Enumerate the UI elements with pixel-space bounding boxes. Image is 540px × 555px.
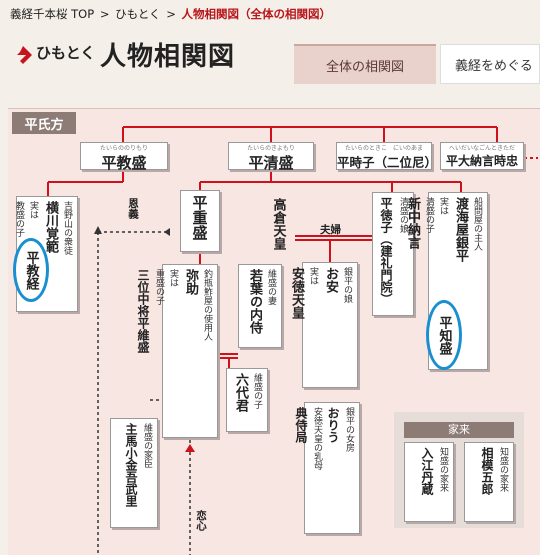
person-tokuko[interactable]: 清盛の娘 平徳子（建礼門院） — [372, 192, 414, 316]
person-kingo[interactable]: 維盛の家臣 主馬小金吾武里 — [110, 418, 158, 528]
breadcrumb-home-link[interactable]: 義経千本桜 TOP — [10, 7, 95, 21]
logo-icon — [17, 46, 32, 64]
tab-yoshitsune[interactable]: 義経をめぐる — [440, 44, 540, 84]
breadcrumb: 義経千本桜 TOP > ひもとく > 人物相関図（全体の相関図） — [10, 6, 333, 22]
relation-label-on: 恩義 — [127, 198, 139, 219]
person-name: 平大納言時忠 — [445, 154, 518, 168]
person-rokudai[interactable]: 維盛の子 六代君 — [226, 368, 268, 432]
vassal-group-label: 家来 — [404, 422, 514, 438]
person-name: 高倉天皇 — [270, 198, 286, 250]
person-name: 典侍局 — [294, 407, 308, 443]
breadcrumb-separator: > — [166, 7, 176, 21]
person-name: 平時子（二位尼） — [337, 155, 438, 170]
person-kiyomori[interactable]: たいらのきよもり 平清盛 — [228, 142, 314, 172]
person-suke[interactable]: 銀平の女房 おりう 安徳天皇の乳母 典侍局 — [294, 402, 360, 534]
relation-label-romance: 恋心 — [195, 510, 207, 531]
highlight-oval-noritsune: 平教経 — [13, 238, 49, 302]
person-name: 三位中将平維盛 — [136, 269, 150, 353]
person-tokitada[interactable]: へいだいなごんときただ 平大納言時忠 — [440, 142, 524, 170]
person-tokiko[interactable]: たいらのときこ にいのあま 平時子（二位尼） — [336, 142, 438, 170]
person-name: 安徳天皇 — [289, 267, 304, 319]
person-name: 平重盛 — [190, 195, 209, 240]
person-antoku[interactable]: 銀平の娘 お安 実は 安徳天皇 — [289, 262, 358, 388]
logo-text: ひもとく — [36, 44, 96, 62]
person-name: 平教盛 — [101, 154, 147, 172]
person-norimori[interactable]: たいらののりもり 平教盛 — [80, 142, 168, 172]
breadcrumb-current: 人物相関図（全体の相関図） — [181, 7, 332, 21]
person-name: 平清盛 — [248, 154, 294, 172]
breadcrumb-separator: > — [99, 7, 110, 21]
highlight-oval-tomomori: 平知盛 — [426, 300, 462, 370]
breadcrumb-level2-link[interactable]: ひもとく — [115, 7, 161, 21]
person-name: 六代君 — [233, 373, 248, 412]
clan-label: 平氏方 — [12, 112, 76, 134]
person-koremori[interactable]: 釣瓶鮓屋の使用人 弥助 実は 重盛の子 三位中将平維盛 — [136, 264, 218, 438]
person-irie[interactable]: 知盛の家来 入江丹蔵 — [404, 442, 454, 522]
tab-overall-diagram[interactable]: 全体の相関図 — [294, 44, 436, 84]
person-name: 入江丹蔵 — [420, 447, 434, 495]
person-name: 若葉の内侍 — [247, 269, 262, 334]
person-name: 相模五郎 — [480, 447, 494, 495]
person-name: 平徳子（建礼門院） — [379, 197, 393, 305]
person-shigemori[interactable]: 平重盛 — [180, 190, 220, 252]
person-takakura[interactable]: 高倉天皇 — [262, 198, 294, 258]
person-name: 平知盛 — [436, 315, 452, 355]
person-name: 主馬小金吾武里 — [124, 423, 138, 507]
person-sagami[interactable]: 知盛の家来 相模五郎 — [464, 442, 514, 522]
relation-label-spouse: 夫婦 — [320, 224, 341, 236]
page-title: 人物相関図 — [100, 42, 236, 72]
person-name: 平教経 — [23, 250, 39, 290]
person-wakaba[interactable]: 維盛の妻 若葉の内侍 — [238, 264, 282, 348]
